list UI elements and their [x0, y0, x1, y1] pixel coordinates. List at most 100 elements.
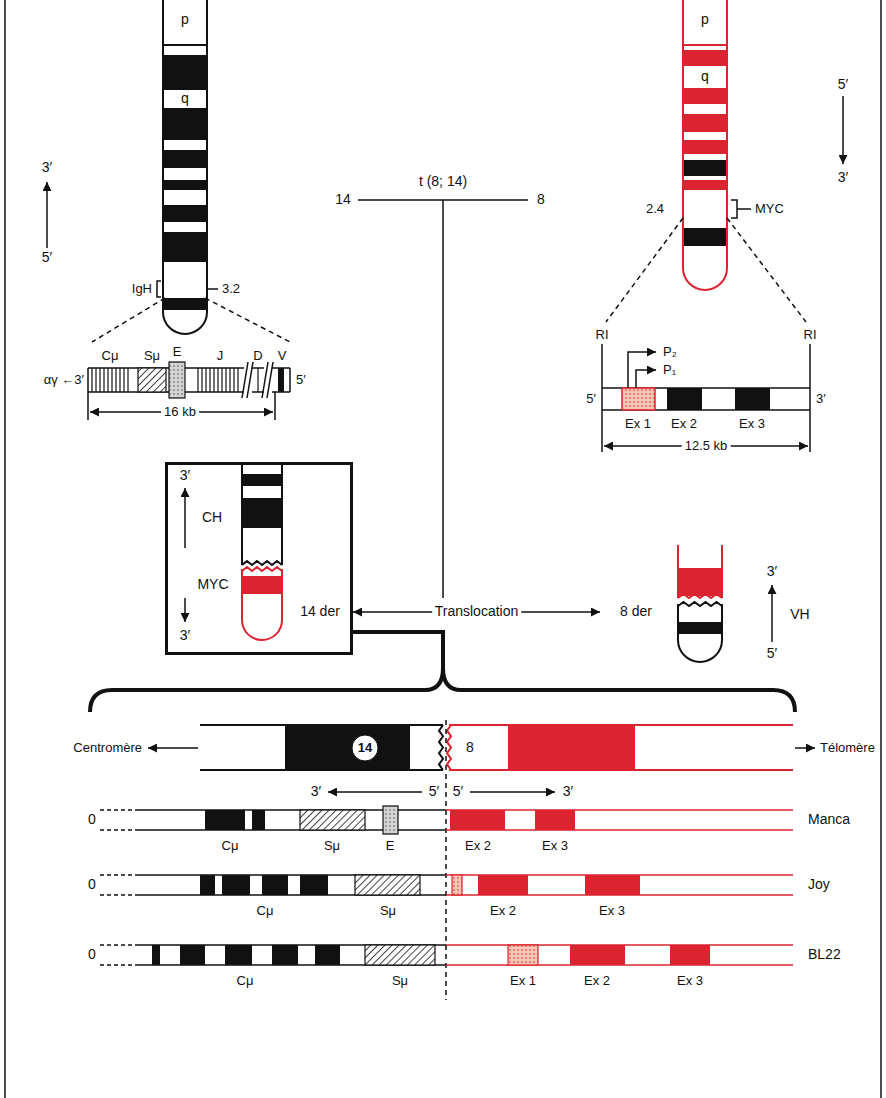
brace [90, 668, 795, 712]
break-mark [267, 362, 273, 398]
constant-stripe [127, 368, 128, 392]
break-mark [247, 362, 253, 398]
row-dash [100, 809, 135, 811]
chromosome-band [683, 160, 727, 176]
exon-block [570, 945, 625, 965]
chromosome-circle: 14 [351, 734, 379, 762]
constant-block [262, 875, 288, 895]
joining-stripe [205, 368, 206, 392]
chromosome-outline [678, 604, 722, 662]
segment-label: Cμ [102, 349, 119, 363]
segment-name: VH [790, 607, 809, 622]
joining-stripe [209, 368, 210, 392]
promoter-arrow [636, 370, 656, 388]
constant-block [222, 875, 250, 895]
strand-arrow [184, 598, 186, 622]
site-label: RI [804, 328, 817, 342]
exon-block [478, 875, 528, 895]
constant-block [252, 810, 265, 830]
constant-stripe [103, 368, 104, 392]
constant-block [180, 945, 205, 965]
direction-label: Centromère [73, 741, 142, 755]
strand-end: 5′ [838, 77, 848, 92]
row-dash [100, 964, 135, 966]
chromosome-band [163, 298, 207, 310]
joining-stripe [233, 368, 234, 392]
band-tick [207, 288, 218, 290]
segment-label: Sμ [324, 839, 340, 853]
strand-end: 5′ [586, 392, 596, 406]
derivative-chromosome: 8 der3′VH5′ [600, 540, 825, 675]
constant-stripe [99, 368, 100, 392]
row-dash [100, 874, 135, 876]
band-number: 3.2 [222, 282, 240, 296]
constant-stripe [119, 368, 120, 392]
dimension-tick [87, 392, 89, 420]
arm-label: p [701, 12, 709, 27]
row-origin: 0 [88, 812, 96, 827]
constant-block [200, 875, 215, 895]
gene-bar [87, 368, 89, 392]
row-origin: 0 [88, 947, 96, 962]
strand-arrow [771, 585, 773, 642]
strand-arrow [184, 488, 186, 548]
exon-block [667, 388, 702, 410]
strand-arrow [46, 182, 48, 248]
switch-region [365, 945, 435, 965]
promoter-label: P₁ [663, 363, 676, 377]
exon-label: Ex 2 [490, 904, 516, 918]
exon-label: Ex 3 [739, 417, 765, 431]
banner-band [508, 725, 635, 770]
constant-stripe [111, 368, 112, 392]
chromosome-band [683, 140, 727, 154]
chromosome-band [242, 474, 282, 486]
segment-label: Cμ [257, 904, 274, 918]
band-tick [737, 208, 751, 210]
cell-line-name: Manca [808, 812, 850, 827]
strand-arrow [328, 791, 422, 793]
strand-end: 5′ [429, 784, 439, 799]
band-number: 2.4 [646, 202, 664, 216]
exon-block [622, 388, 655, 410]
exon-label: Ex 3 [542, 839, 568, 853]
row-dash [100, 829, 135, 831]
exon-block [735, 388, 770, 410]
chromosome-number: 14 [358, 741, 372, 755]
joining-stripe [217, 368, 218, 392]
strand-end: 3′ [816, 392, 826, 406]
joining-stripe [213, 368, 214, 392]
exon-block [585, 875, 640, 895]
exon-label: Ex 2 [671, 417, 697, 431]
chromosome-band [683, 50, 727, 66]
chromosome-arm [162, 0, 164, 45]
enhancer-box [383, 806, 398, 834]
centromere-line [163, 44, 207, 46]
break-mark [447, 725, 451, 770]
strand-end: 3′ [838, 170, 848, 185]
exon-label: Ex 3 [599, 904, 625, 918]
strand-end: 3′ [563, 784, 573, 799]
banner-band [285, 725, 410, 770]
exon-block [508, 945, 538, 965]
constant-block [225, 945, 252, 965]
chromosome-band [163, 108, 207, 140]
break-mark [242, 567, 282, 571]
translocation-name: t (8; 14) [419, 174, 467, 189]
gene-bar [88, 391, 290, 393]
segment-label: Sμ [392, 974, 408, 988]
circle-shape [352, 735, 378, 761]
strand-end: 5′ [296, 373, 306, 387]
zoom-line [727, 218, 806, 322]
segment-label: Cμ [237, 974, 254, 988]
row-bar [135, 829, 446, 831]
break-mark [242, 561, 282, 565]
chromosome-outline [242, 569, 282, 640]
derivative-box: 3′CHMYC3′14 der [165, 462, 353, 655]
strand-end: 5′ [453, 784, 463, 799]
chromosome-arm [206, 0, 208, 45]
break-mark [262, 362, 268, 398]
direction-arrow [148, 747, 198, 749]
